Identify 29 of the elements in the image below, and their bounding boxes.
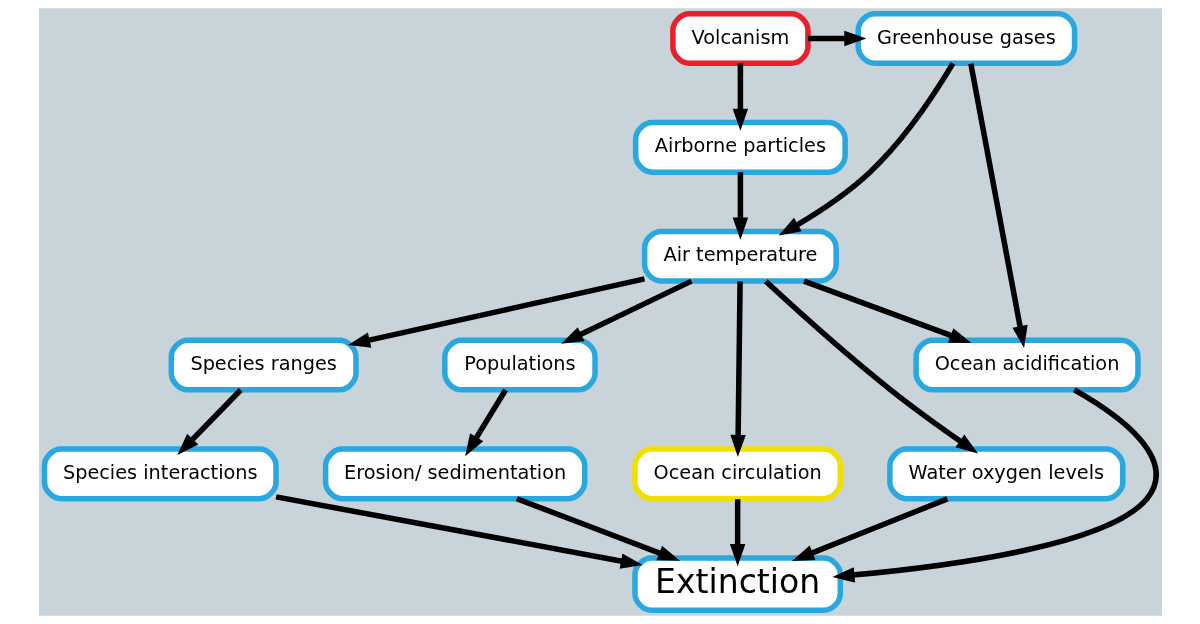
node-box: Populations	[441, 337, 598, 393]
node-box: Ocean circulation	[631, 446, 843, 502]
node-box: Greenhouse gases	[854, 10, 1077, 67]
arrow	[831, 387, 1159, 583]
arrow	[732, 63, 748, 131]
arrow	[347, 276, 645, 348]
arrow	[729, 499, 745, 567]
node-box: Ocean acidification	[912, 337, 1141, 393]
node-box: Air temperature	[641, 228, 839, 284]
node-box: Species ranges	[168, 337, 359, 393]
arrow	[560, 278, 693, 344]
arrow	[275, 494, 643, 569]
arrow	[464, 388, 508, 457]
arrow	[967, 63, 1028, 349]
arrow	[807, 30, 866, 47]
node-box: Water oxygen levels	[886, 446, 1126, 502]
node-box: Volcanism	[669, 10, 811, 67]
arrow	[176, 388, 243, 456]
arrow	[778, 61, 955, 236]
node-box: Erosion/ sedimentation	[322, 446, 587, 502]
arrow	[515, 496, 680, 561]
arrow	[729, 281, 746, 457]
arrow	[763, 279, 978, 454]
arrow	[802, 278, 971, 344]
node-box: Airborne particles	[632, 119, 848, 175]
arrow	[732, 172, 748, 240]
node-box: Extinction	[631, 555, 843, 614]
node-box: Species interactions	[41, 446, 279, 502]
arrow	[791, 496, 948, 562]
